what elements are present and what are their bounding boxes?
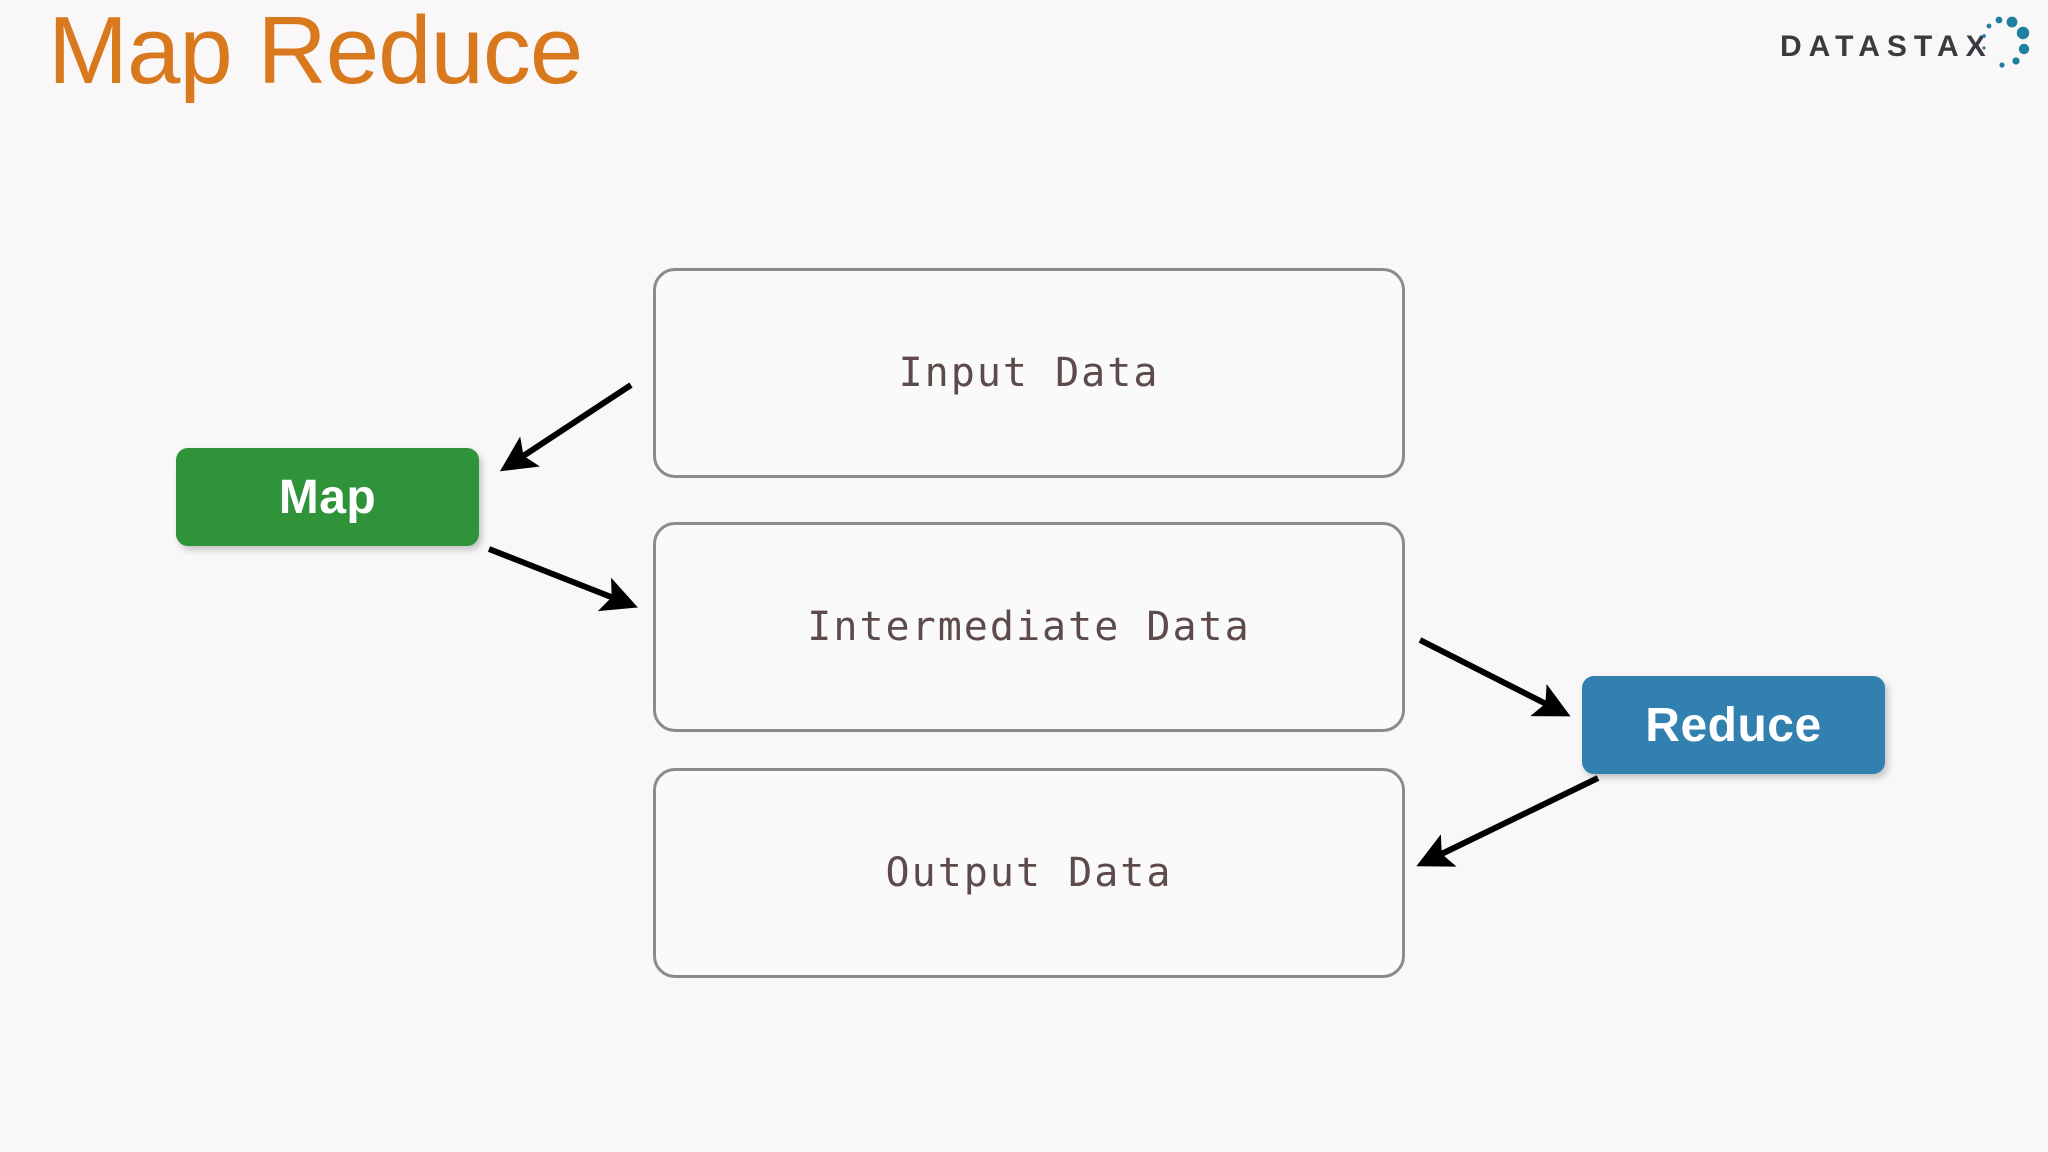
process-node-reduce-label: Reduce [1645,698,1822,752]
datastax-wordmark: DATASTAX [1780,30,1993,63]
arrow-intermediate-to-reduce [1418,637,1571,717]
data-box-intermediate-label: Intermediate Data [807,604,1251,650]
data-box-output-label: Output Data [885,850,1173,896]
data-box-output: Output Data [653,768,1405,978]
process-node-map-label: Map [278,470,377,524]
page-title: Map Reduce [48,0,583,104]
process-node-reduce: Reduce [1582,676,1885,774]
process-node-map: Map [176,448,479,546]
datastax-logo: DATASTAX [1780,12,2030,74]
data-box-intermediate: Intermediate Data [653,522,1405,732]
arrow-input-to-map [499,382,633,472]
data-box-input: Input Data [653,268,1405,478]
data-box-input-label: Input Data [898,350,1160,396]
arrow-reduce-to-output [1416,775,1600,867]
arrow-map-to-intermediate [487,546,638,612]
datastax-dot-ring-icon [1982,16,2030,68]
